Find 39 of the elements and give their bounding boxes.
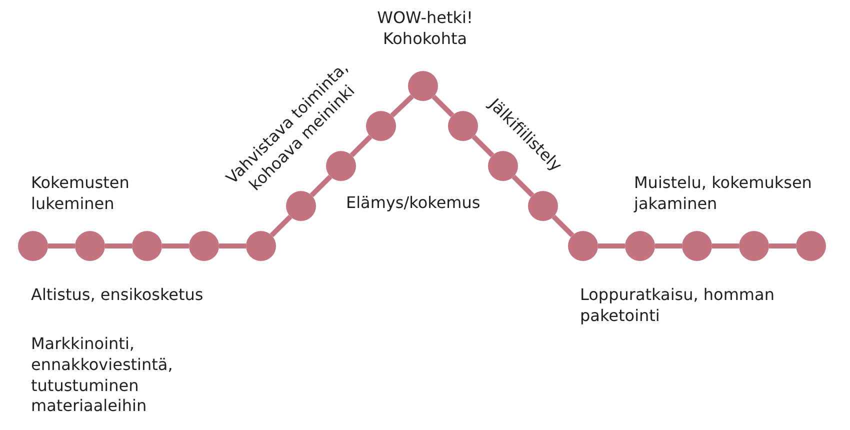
circle-marker	[366, 111, 396, 141]
stage-label: Altistus, ensikosketus	[31, 285, 204, 306]
connector-line	[219, 244, 246, 248]
connector-line	[712, 244, 739, 248]
connector-line	[48, 244, 75, 248]
connector-line	[105, 244, 132, 248]
circle-marker	[326, 151, 356, 181]
circle-marker	[796, 231, 826, 261]
connector-line	[512, 174, 534, 198]
circle-marker	[132, 231, 162, 261]
connector-line	[432, 94, 454, 118]
circle-marker	[286, 191, 316, 221]
stage-label: Muistelu, kokemuksen jakaminen	[634, 173, 813, 215]
stage-label: Loppuratkaisu, homman paketointi	[580, 285, 776, 327]
circle-marker	[408, 71, 438, 101]
circle-marker	[739, 231, 769, 261]
connector-line	[552, 214, 574, 238]
circle-marker	[528, 191, 558, 221]
connector-line	[390, 94, 414, 118]
connector-line	[769, 244, 796, 248]
connector-line	[472, 134, 494, 158]
stage-label: Kokemusten lukeminen	[31, 173, 130, 215]
connector-line	[310, 174, 332, 198]
circle-marker	[75, 231, 105, 261]
stage-label: Markkinointi, ennakkoviestintä, tutustuminen materiaaleihin	[31, 334, 174, 418]
stage-label: WOW-hetki! Kohokohta	[376, 8, 474, 50]
circle-marker	[246, 231, 276, 261]
connector-line	[270, 214, 292, 238]
stage-label: Elämys/kokemus	[346, 193, 482, 214]
connector-line	[162, 244, 189, 248]
connector-line	[655, 244, 682, 248]
connector-line	[598, 244, 625, 248]
circle-marker	[625, 231, 655, 261]
circle-marker	[189, 231, 219, 261]
connector-line	[350, 134, 372, 158]
circle-marker	[448, 111, 478, 141]
circle-marker	[568, 231, 598, 261]
circle-marker	[18, 231, 48, 261]
circle-marker	[682, 231, 712, 261]
